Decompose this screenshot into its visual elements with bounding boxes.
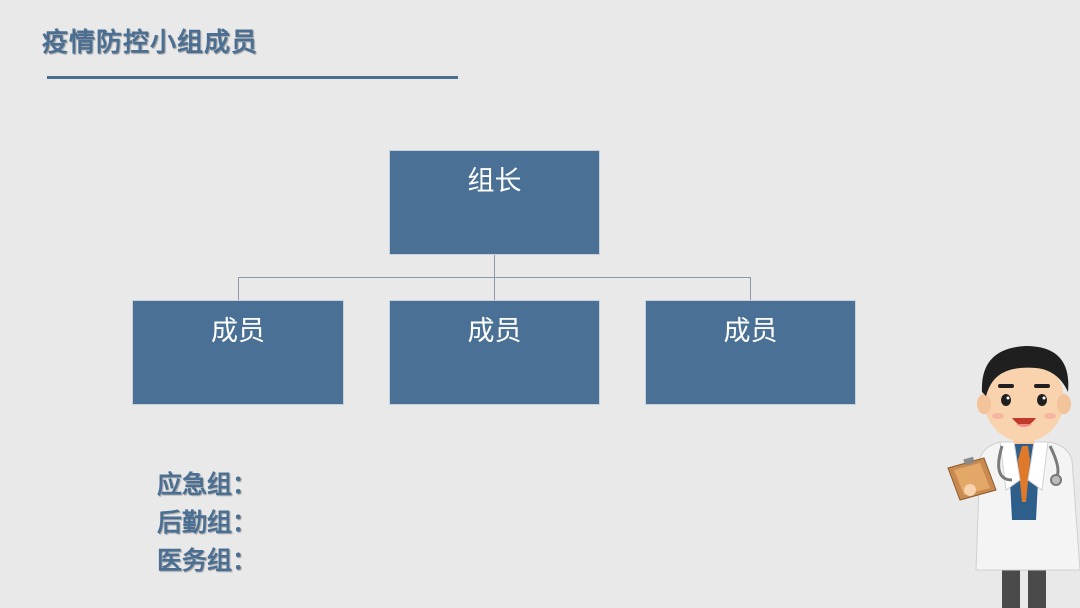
group-logistics: 后勤组： <box>157 508 258 537</box>
connector-vertical-right <box>750 277 751 300</box>
doctor-illustration-icon <box>947 346 1080 608</box>
org-box-member-3: 成员 <box>645 300 856 405</box>
title-underline <box>47 76 458 79</box>
group-medical: 医务组： <box>157 546 258 575</box>
group-list: 应急组： 后勤组： 医务组： <box>157 466 257 580</box>
slide-title: 疫情防控小组成员 <box>42 28 259 58</box>
connector-vertical-center <box>494 277 495 300</box>
org-box-member-label: 成员 <box>211 316 265 347</box>
connector-vertical-main <box>494 255 495 277</box>
org-box-member-2: 成员 <box>389 300 600 405</box>
org-box-leader-label: 组长 <box>467 166 522 197</box>
org-box-leader: 组长 <box>389 150 600 255</box>
org-box-member-label: 成员 <box>723 316 778 347</box>
connector-vertical-left <box>238 277 239 300</box>
org-box-member-1: 成员 <box>132 300 344 405</box>
group-emergency: 应急组： <box>157 470 258 499</box>
org-box-member-label: 成员 <box>467 316 522 347</box>
